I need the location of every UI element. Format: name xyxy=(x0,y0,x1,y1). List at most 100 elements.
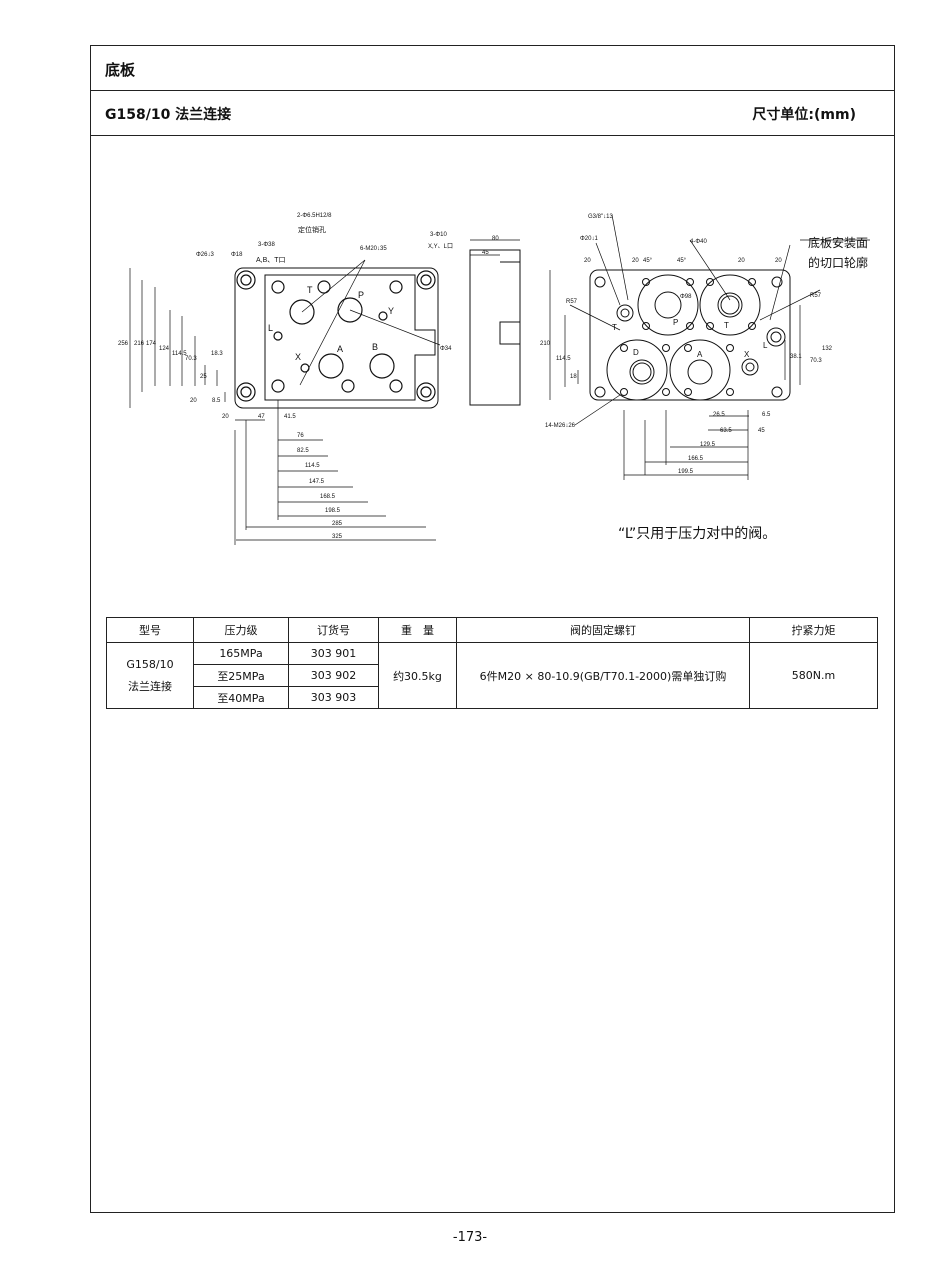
port-label: L xyxy=(763,341,768,350)
port-label: P xyxy=(358,290,364,300)
table-header-row: 型号 压力级 订货号 重 量 阀的固定螺钉 拧紧力矩 xyxy=(106,617,878,643)
port-label: P xyxy=(673,318,678,327)
dim-label: 132 xyxy=(822,346,833,352)
dim-label: 147.5 xyxy=(309,479,325,485)
callout: Φ26↓3 xyxy=(196,252,214,258)
dim-label: 18 xyxy=(570,374,577,380)
dim-label: 8.5 xyxy=(212,398,221,404)
page-frame: 底板 G158/10 法兰连接 尺寸单位:(mm) xyxy=(90,45,895,1213)
dim-label: 168.5 xyxy=(320,494,336,500)
callout: G3/8"↓13 xyxy=(588,214,613,220)
dim-label: 20 xyxy=(738,258,745,264)
order-cell: 303 902 xyxy=(288,664,379,687)
dim-label: 174 xyxy=(146,341,157,347)
dim-label: 76 xyxy=(297,433,304,439)
dim-label: 198.5 xyxy=(325,508,341,514)
screws-cell: 6件M20 × 80-10.9(GB/T70.1-2000)需单独订购 xyxy=(456,642,750,709)
dim-label: 114.5 xyxy=(172,351,187,357)
port-label: B xyxy=(372,342,378,352)
callout: Φ20↓1 xyxy=(580,236,598,242)
annotation-line2: 的切口轮廓 xyxy=(808,255,868,270)
callout: Φ98 xyxy=(680,294,692,300)
callout: 3-Φ10 xyxy=(430,232,447,238)
dim-label: 18.3 xyxy=(211,351,223,357)
dim-label: 199.5 xyxy=(678,469,694,475)
callout: 2-Φ6.5H12/8 xyxy=(297,213,332,219)
port-label: D xyxy=(633,348,639,357)
port-label: X xyxy=(744,350,750,359)
dim-label: 256 xyxy=(118,341,129,347)
annotation-line1: 底板安装面 xyxy=(808,235,868,250)
section-title: 底板 xyxy=(105,61,136,79)
dim-label: 45 xyxy=(482,250,489,256)
dim-label: 114.5 xyxy=(305,463,320,469)
callout: Φ18 xyxy=(231,252,243,258)
table-row: G158/10 法兰连接 165MPa 303 901 约30.5kg 6件M20… xyxy=(106,642,878,709)
dim-label: 41.5 xyxy=(284,414,296,420)
dim-label: 6.5 xyxy=(762,412,771,418)
dim-label: 26.5 xyxy=(713,412,725,418)
port-label: T xyxy=(307,285,313,295)
page-number: -173- xyxy=(452,1230,488,1245)
order-cell: 303 903 xyxy=(288,686,379,709)
dim-label: 63.5 xyxy=(720,428,732,434)
dim-label: 20 xyxy=(584,258,591,264)
side-view: 80 45 xyxy=(469,236,521,406)
weight-cell: 约30.5kg xyxy=(378,642,457,709)
dim-label: 70.3 xyxy=(185,356,197,362)
dim-label: 285 xyxy=(332,521,343,527)
col-header: 型号 xyxy=(106,617,194,643)
dim-label: 114.5 xyxy=(556,356,571,362)
port-label: A xyxy=(337,344,343,354)
dim-label: 82.5 xyxy=(297,448,309,454)
callout: 4-Φ40 xyxy=(690,239,707,245)
dim-label: 20 xyxy=(222,414,229,420)
unit-label: 尺寸单位:(mm) xyxy=(752,107,856,123)
callout: 45° xyxy=(677,258,687,264)
col-header: 订货号 xyxy=(288,617,379,643)
product-title: G158/10 法兰连接 xyxy=(105,107,232,123)
order-cell: 303 901 xyxy=(288,642,379,665)
dim-label: 124 xyxy=(159,346,170,352)
callout: Φ34 xyxy=(440,346,452,352)
dim-label: 129.5 xyxy=(700,442,716,448)
dim-label: 38.1 xyxy=(790,354,802,360)
model-code: G158/10 xyxy=(126,657,174,671)
right-plan-view: G3/8"↓13 Φ20↓1 4-Φ40 14-M26↓26 R57 R57 Φ… xyxy=(540,214,870,480)
pressure-cell: 至40MPa xyxy=(193,686,289,709)
col-header: 重 量 xyxy=(378,617,457,643)
callout: A,B、T口 xyxy=(256,256,286,264)
dim-label: 166.5 xyxy=(688,456,704,462)
dim-label: 25 xyxy=(200,374,207,380)
port-label: L xyxy=(268,323,273,333)
callout: 45° xyxy=(643,258,653,264)
model-cell: G158/10 法兰连接 xyxy=(106,642,194,709)
dim-label: 216 xyxy=(134,341,145,347)
col-header: 拧紧力矩 xyxy=(749,617,878,643)
dim-label: 210 xyxy=(540,341,551,347)
port-label: T xyxy=(724,321,729,330)
dim-label: 47 xyxy=(258,414,265,420)
pressure-cell: 165MPa xyxy=(193,642,289,665)
l-port-note: “L”只用于压力对中的阀。 xyxy=(618,526,777,542)
port-label: X xyxy=(295,352,301,362)
pressure-cell: 至25MPa xyxy=(193,664,289,687)
technical-drawing: Φ26↓3 Φ18 3-Φ38 A,B、T口 2-Φ6.5H12/8 定位销孔 … xyxy=(118,213,870,545)
dim-label: 325 xyxy=(332,534,343,540)
dim-label: 20 xyxy=(632,258,639,264)
col-header: 压力级 xyxy=(193,617,289,643)
dim-label: 80 xyxy=(492,236,499,242)
dim-label: 20 xyxy=(775,258,782,264)
callout: 3-Φ38 xyxy=(258,242,275,248)
torque-cell: 580N.m xyxy=(749,642,878,709)
table-row: 至40MPa 303 903 xyxy=(107,686,878,709)
callout: 定位销孔 xyxy=(298,225,326,234)
dim-label: 70.3 xyxy=(810,358,822,364)
subtitle-row: G158/10 法兰连接 尺寸单位:(mm) xyxy=(91,91,894,136)
callout: 6-M20↓35 xyxy=(360,246,387,252)
left-plan-view: Φ26↓3 Φ18 3-Φ38 A,B、T口 2-Φ6.5H12/8 定位销孔 … xyxy=(118,213,453,545)
callout: R57 xyxy=(566,299,578,305)
dim-label: 20 xyxy=(190,398,197,404)
port-label: Y xyxy=(388,306,394,316)
model-type: 法兰连接 xyxy=(128,679,172,693)
